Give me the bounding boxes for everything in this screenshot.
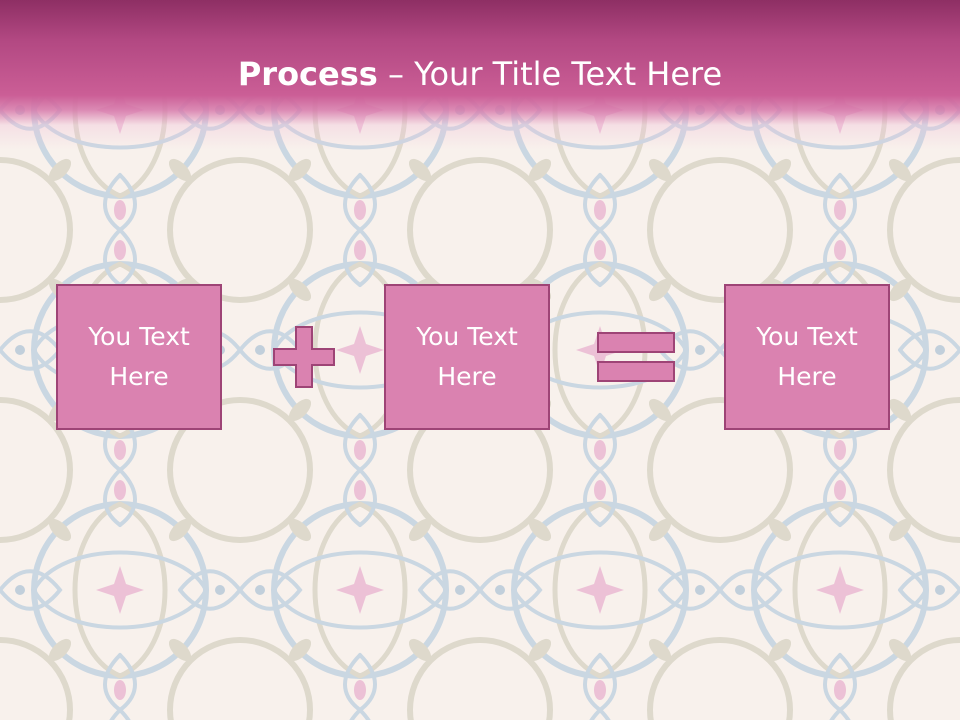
- title-bold-word: Process: [237, 55, 378, 93]
- process-box-1[interactable]: You Text Here: [56, 284, 222, 430]
- title-text: – Your Title Text Here: [377, 55, 723, 93]
- process-box-2[interactable]: You Text Here: [384, 284, 550, 430]
- process-box-3[interactable]: You Text Here: [724, 284, 890, 430]
- title-bar: Process – Your Title Text Here: [0, 0, 960, 150]
- process-box-2-text: You Text Here: [416, 322, 518, 391]
- plus-icon: [273, 326, 335, 388]
- equals-icon: [597, 332, 675, 382]
- slide-title: Process – Your Title Text Here: [0, 52, 960, 96]
- process-box-3-text: You Text Here: [756, 322, 858, 391]
- process-box-1-text: You Text Here: [88, 322, 190, 391]
